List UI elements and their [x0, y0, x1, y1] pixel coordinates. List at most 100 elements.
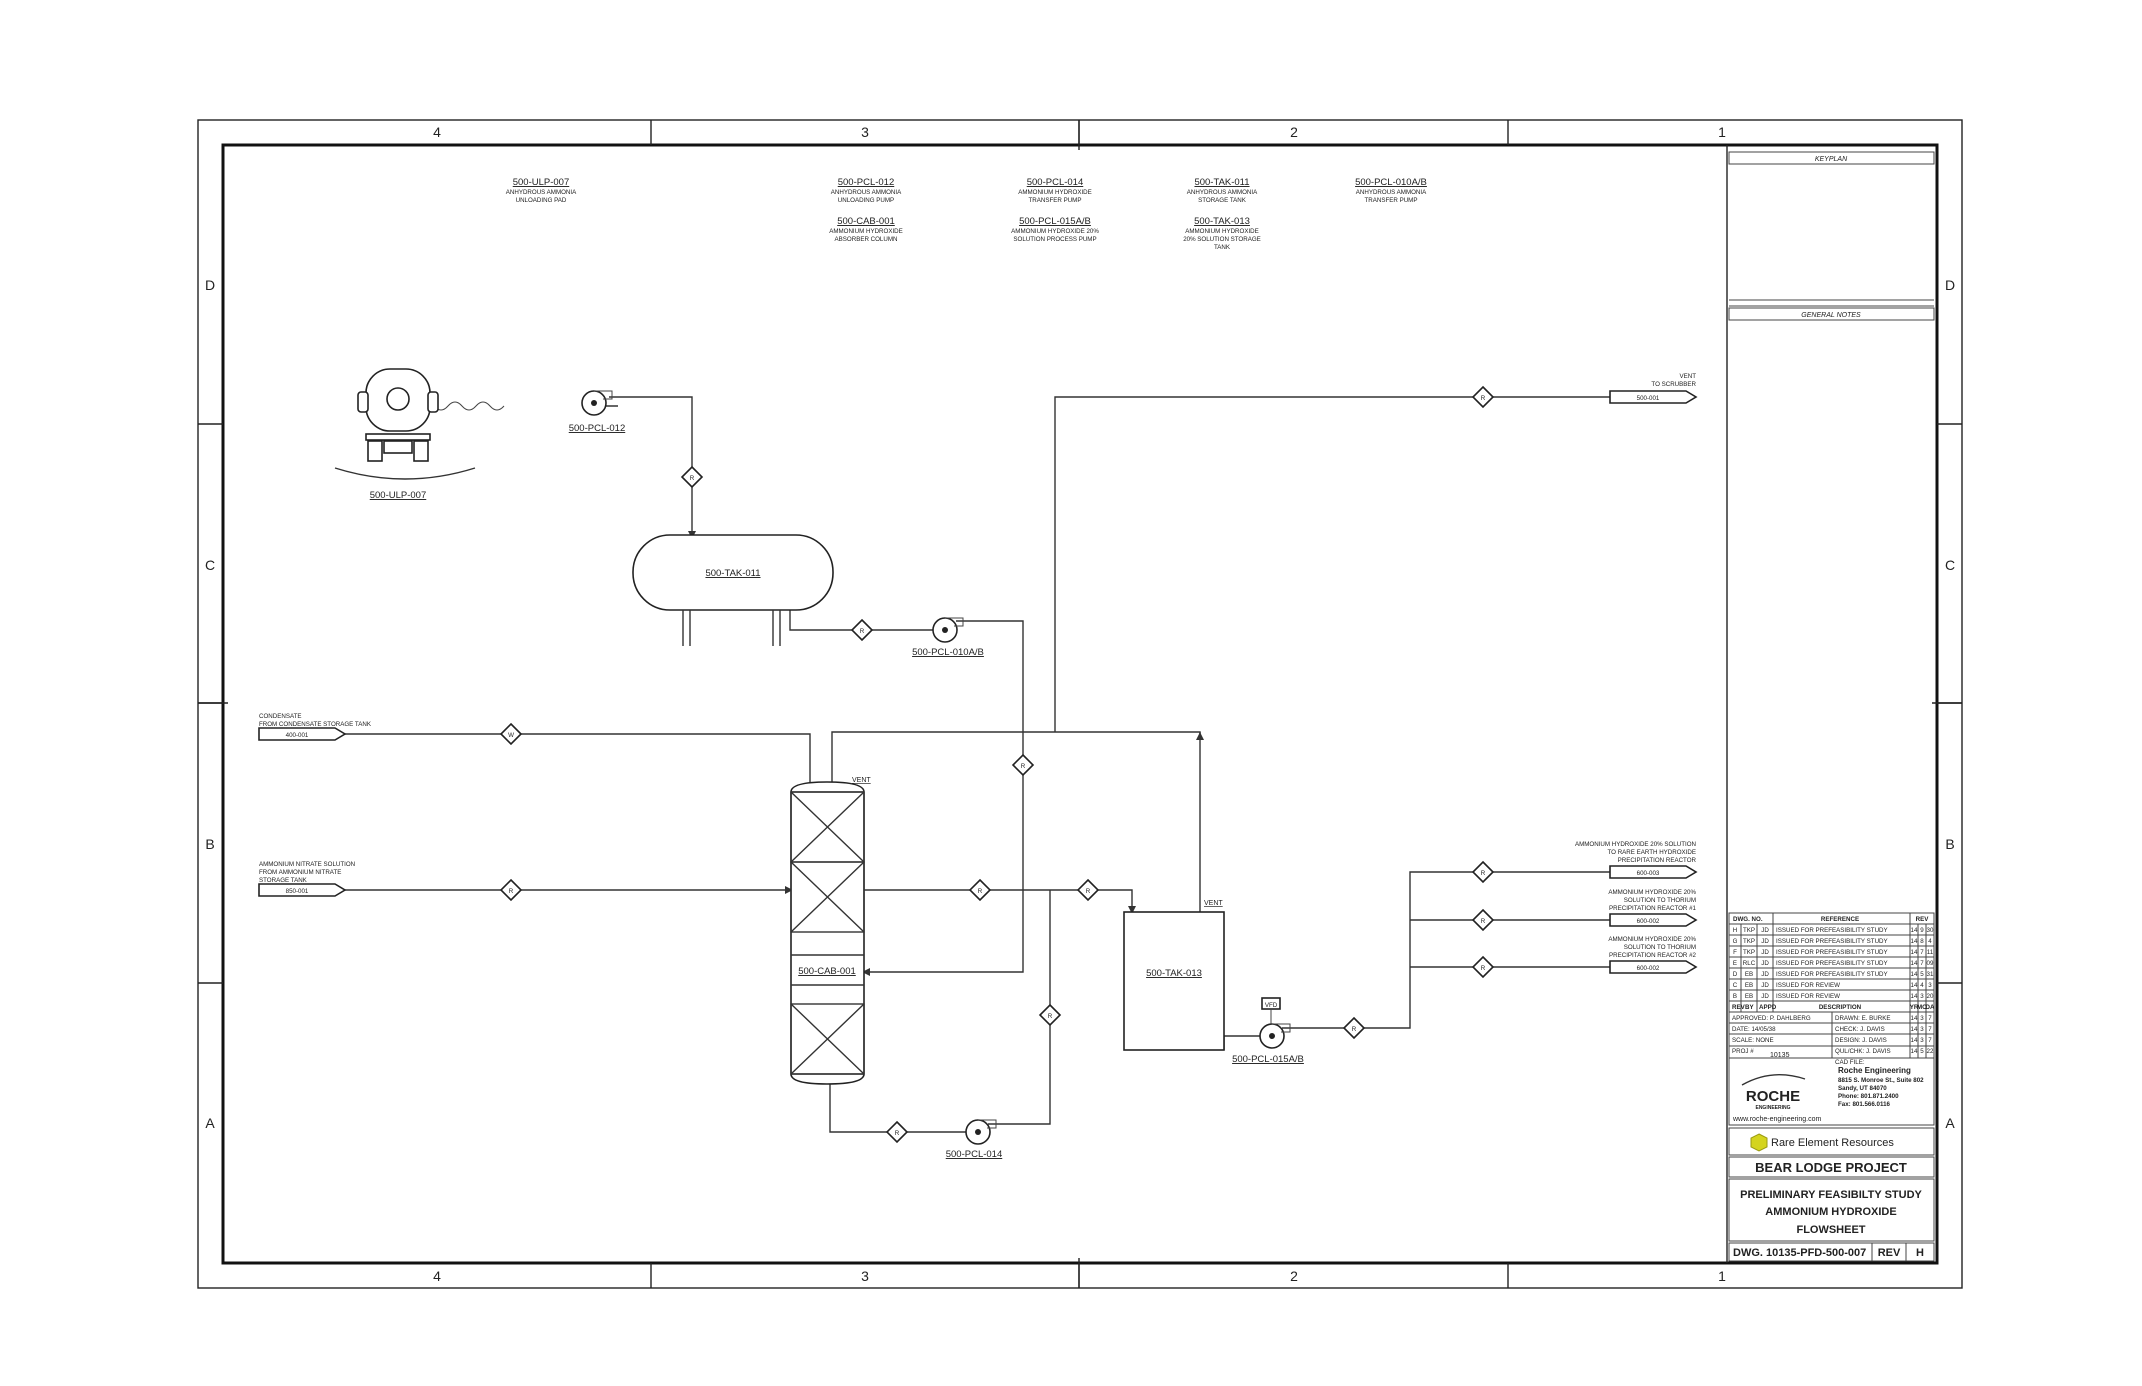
- legend-desc: ANHYDROUS AMMONIA: [831, 189, 902, 196]
- rev-label: REV: [1878, 1247, 1901, 1259]
- drawing-number: DWG. 10135-PFD-500-007: [1733, 1247, 1866, 1259]
- diamond-letter: R: [860, 628, 865, 635]
- revision-cell-da: 09: [1927, 960, 1934, 967]
- connector-out-rare-earth: AMMONIUM HYDROXIDE 20% SOLUTION TO RARE …: [1575, 841, 1698, 879]
- revision-cell-by: TKP: [1743, 938, 1755, 945]
- rev-col-desc: DESCRIPTION: [1819, 1004, 1862, 1011]
- stamp-da: 7: [1928, 1037, 1932, 1044]
- rev-col-da: DA: [1926, 1004, 1935, 1011]
- revision-cell-appd: JD: [1761, 949, 1769, 956]
- check-field: CHECK: J. DAVIS: [1835, 1026, 1885, 1033]
- revision-cell-yr: 14: [1911, 960, 1918, 967]
- revision-cell-by: TKP: [1743, 949, 1755, 956]
- date-field: DATE: 14/05/38: [1732, 1026, 1776, 1033]
- ammonia-truck: [334, 368, 476, 480]
- stamp-da: 7: [1928, 1015, 1932, 1022]
- pump-pcl-010ab-tag: 500-PCL-010A/B: [912, 647, 984, 658]
- revision-rows: H TKP JD ISSUED FOR PREFEASIBILITY STUDY 14 9…: [1733, 927, 1934, 1000]
- company-address1: 8815 S. Monroe St., Suite 802: [1838, 1077, 1924, 1084]
- revision-cell-appd: JD: [1761, 982, 1769, 989]
- connector-desc: PRECIPITATION REACTOR #1: [1609, 905, 1697, 912]
- diamond-letter: R: [895, 1130, 900, 1137]
- tank-vent-label: VENT: [1204, 900, 1223, 907]
- truck-tag: 500-ULP-007: [370, 490, 427, 501]
- revision-cell-desc: ISSUED FOR PREFEASIBILITY STUDY: [1776, 938, 1888, 945]
- cadfile-field: CAD FILE:: [1835, 1059, 1865, 1066]
- company-name: Roche Engineering: [1838, 1066, 1911, 1075]
- zone-top-2: 2: [1290, 124, 1298, 140]
- rare-element-logo-icon: [1750, 1133, 1768, 1152]
- revision-cell-da: 11: [1927, 949, 1934, 956]
- diamond-letter: R: [1481, 965, 1486, 972]
- diamond-letters: R R W R R R R R R R R R R R: [508, 395, 1486, 1137]
- general-notes-label: GENERAL NOTES: [1801, 312, 1861, 319]
- revision-cell-desc: ISSUED FOR PREFEASIBILITY STUDY: [1776, 971, 1888, 978]
- connector-condensate: CONDENSATE FROM CONDENSATE STORAGE TANK …: [258, 713, 372, 741]
- revision-text: DWG. NO. REFERENCE REV: [1733, 916, 1929, 923]
- revision-cell-rev: H: [1733, 927, 1737, 934]
- stamp-mo: 3: [1920, 1026, 1924, 1033]
- design-field: DESIGN: J. DAVIS: [1835, 1037, 1887, 1044]
- legend-desc: ANHYDROUS AMMONIA: [1187, 189, 1258, 196]
- diamond-letter: R: [978, 888, 983, 895]
- legend-tag: 500-TAK-013: [1194, 216, 1250, 227]
- zone-bottom-1: 1: [1718, 1268, 1726, 1284]
- project-name: BEAR LODGE PROJECT: [1755, 1160, 1907, 1175]
- zone-bottom-2: 2: [1290, 1268, 1298, 1284]
- ref-reference-header: REFERENCE: [1821, 916, 1859, 923]
- revision-cell-mo: 5: [1920, 971, 1924, 978]
- ref-dwg-header: DWG. NO.: [1733, 916, 1763, 923]
- connector-ref: 400-001: [286, 732, 309, 739]
- revision-cell-rev: C: [1733, 982, 1738, 989]
- legend-cab-001: 500-CAB-001 AMMONIUM HYDROXIDE ABSORBER …: [829, 216, 903, 243]
- rev-col-by: BY: [1745, 1004, 1754, 1011]
- revision-cell-da: 30: [1927, 927, 1934, 934]
- legend-desc: ANHYDROUS AMMONIA: [1356, 189, 1427, 196]
- zone-left-D: D: [205, 277, 215, 293]
- revision-cell-desc: ISSUED FOR REVIEW: [1776, 982, 1840, 989]
- revision-cell-appd: JD: [1761, 938, 1769, 945]
- revision-cell-yr: 14: [1911, 949, 1918, 956]
- diamond-letter: R: [1481, 395, 1486, 402]
- zone-left-A: A: [205, 1115, 215, 1131]
- connector-desc: SOLUTION TO THORIUM: [1624, 944, 1696, 951]
- zone-left-B: B: [205, 836, 214, 852]
- revision-cell-rev: E: [1733, 960, 1737, 967]
- drawing-title-2: AMMONIUM HYDROXIDE: [1765, 1206, 1896, 1218]
- roche-logo: ROCHE ENGINEERING: [1741, 1074, 1806, 1111]
- stamp-da: 22: [1927, 1048, 1934, 1055]
- revision-cell-da: 4: [1928, 938, 1932, 945]
- revision-cell-by: RLC: [1743, 960, 1756, 967]
- revision-cell-by: EB: [1745, 982, 1753, 989]
- diamond-letter: R: [1352, 1026, 1357, 1033]
- column-vent-label: VENT: [852, 777, 871, 784]
- revision-cell-appd: JD: [1761, 971, 1769, 978]
- rev-col-yr: YR: [1910, 1004, 1919, 1011]
- title-block: KEYPLAN GENERAL NOTES: [1726, 145, 1935, 1263]
- company-address2: Sandy, UT 84070: [1838, 1085, 1887, 1092]
- stamp-mo: 5: [1920, 1048, 1924, 1055]
- legend-tag: 500-PCL-015A/B: [1019, 216, 1091, 227]
- stamp-mo: 3: [1920, 1015, 1924, 1022]
- diamond-letter: R: [1481, 870, 1486, 877]
- revision-cell-yr: 14: [1911, 971, 1918, 978]
- revision-cell-mo: 9: [1920, 927, 1924, 934]
- zone-top-3: 3: [861, 124, 869, 140]
- stamp-yr: 14: [1911, 1015, 1918, 1022]
- revision-cell-mo: 4: [1920, 982, 1924, 989]
- diamond-letter: R: [690, 475, 695, 482]
- legend-desc: TRANSFER PUMP: [1365, 197, 1418, 204]
- revision-cell-appd: JD: [1761, 993, 1769, 1000]
- connector-ref: 600-002: [1637, 965, 1660, 972]
- legend-tag: 500-CAB-001: [837, 216, 895, 227]
- zone-bottom-3: 3: [861, 1268, 869, 1284]
- pump-pcl-014-tag: 500-PCL-014: [946, 1149, 1003, 1160]
- keyplan-label: KEYPLAN: [1815, 156, 1848, 163]
- revision-cell-mo: 7: [1920, 960, 1924, 967]
- zone-right-A: A: [1945, 1115, 1955, 1131]
- legend-pcl-012: 500-PCL-012 ANHYDROUS AMMONIA UNLOADING …: [831, 177, 902, 204]
- connector-out-thorium-1: AMMONIUM HYDROXIDE 20% SOLUTION TO THORI…: [1608, 889, 1698, 927]
- legend-desc: TRANSFER PUMP: [1029, 197, 1082, 204]
- legend-desc: UNLOADING PUMP: [838, 197, 894, 204]
